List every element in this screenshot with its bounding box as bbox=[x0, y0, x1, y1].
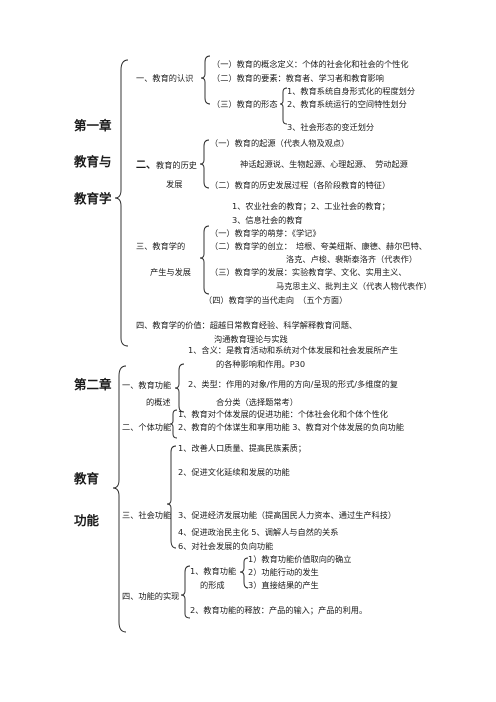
chapter2-title-line1: 第二章 bbox=[74, 377, 112, 392]
ch1-s1-item3-a: 1、教育系统自身形式化的程度划分 bbox=[287, 86, 416, 96]
ch2-s2-item1: 1、教育对个体发展的促进功能：个体社会化和个体个性化 bbox=[178, 409, 388, 419]
ch1-s4-line2: 沟通教育理论与实践 bbox=[214, 334, 288, 344]
ch2-s3-item1: 1、改善人口质量、提高民族素质； bbox=[178, 443, 307, 453]
ch2-s2-label: 二、个体功能 bbox=[122, 422, 172, 432]
ch1-s2-label-num: 二、 bbox=[136, 160, 156, 171]
ch1-s3-item3-b: 马克思主义、批判主义（代表人物代表作） bbox=[276, 281, 432, 291]
ch1-s3-item2-b: 洛克、卢梭、裴斯泰洛齐（代表作） bbox=[286, 254, 418, 264]
ch1-s3-item4: （四）教育学的当代走向 （五个方面） bbox=[204, 295, 348, 305]
ch2-s4-item2: 2、教育功能的释放：产品的输入；产品的利用。 bbox=[190, 605, 368, 615]
ch2-s3-item2: 2、促进文化延续和发展的功能 bbox=[178, 467, 290, 477]
ch1-s2-label-a: 二、教育的历史 bbox=[136, 160, 197, 171]
ch2-s1-label-b: 的概述 bbox=[146, 397, 171, 407]
ch1-s3-item2: （二）教育学的创立： 培根、夸美纽斯、康德、赫尔巴特、 bbox=[210, 241, 427, 251]
ch1-s3-label-a: 三、教育学的 bbox=[136, 241, 186, 251]
ch1-s2-label-b: 发展 bbox=[166, 179, 183, 189]
ch2-s1-item2: 2、类型：作用的对象/作用的方向/呈现的形式/多维度的复 bbox=[188, 379, 398, 389]
ch2-s3-item5: 6、对社会发展的负向功能 bbox=[178, 541, 274, 551]
ch1-s1-item2: （二）教育的要素：教育者、学习者和教育影响 bbox=[212, 73, 384, 83]
ch1-s2-item1-detail: 神话起源说、生物起源、心理起源、 劳动起源 bbox=[240, 159, 408, 169]
ch1-s1-item1: （一）教育的概念定义：个体的社会化和社会的个性化 bbox=[212, 59, 409, 69]
chapter2-title-line3: 功能 bbox=[74, 513, 100, 528]
ch2-s4-item1-label-a: 1、教育功能 bbox=[190, 566, 237, 576]
ch1-s3-item3: （三）教育学的发展：实验教育学、文化、实用主义、 bbox=[210, 267, 407, 277]
ch2-s3-label: 三、社会功能 bbox=[122, 510, 172, 520]
ch1-s2-item2-b: 3、信息社会的教育 bbox=[232, 215, 303, 225]
ch1-s1-label: 一、教育的认识 bbox=[136, 73, 194, 83]
ch2-s1-item1: 1、含义：是教育活动和系统对个体发展和社会发展所产生 bbox=[188, 345, 398, 355]
chapter2-title-line2: 教育 bbox=[74, 471, 100, 486]
ch2-s1-label-a: 一、教育功能 bbox=[122, 380, 172, 390]
ch2-s4-item1-a: 1）教育功能价值取向的确立 bbox=[248, 554, 352, 564]
ch1-s2-item2: （二）教育的历史发展过程（各阶段教育的特征） bbox=[210, 180, 391, 190]
ch2-s3-item4: 4、促进政治民主化 5、调解人与自然的关系 bbox=[178, 527, 339, 537]
ch1-s1-item3-c: 3、社会形态的变迁划分 bbox=[287, 122, 375, 132]
ch1-s1-item3-b: 2、教育系统运行的空间特性划分 bbox=[287, 99, 407, 109]
ch2-s1-item1-b: 的各种影响和作用。P30 bbox=[216, 359, 306, 369]
ch1-s3-label-b: 产生与发展 bbox=[150, 267, 191, 277]
ch2-s4-label: 四、功能的实现 bbox=[122, 591, 180, 601]
chapter1-title-line3: 教育学 bbox=[74, 191, 112, 206]
ch2-s3-item3: 3、促进经济发展功能（提高国民人力资本、通过生产科技） bbox=[178, 510, 397, 520]
ch1-s4-line1: 四、教育学的价值：超越日常教育经验、科学解释教育问题、 bbox=[136, 320, 358, 330]
ch2-s4-item1-c: 3）直接结果的产生 bbox=[248, 580, 319, 590]
chapter1-title-line2: 教育与 bbox=[74, 154, 112, 169]
ch2-s4-item1-b: 2）功能行动的发生 bbox=[248, 567, 319, 577]
ch2-s2-item2: 2、教育的个体谋生和享用功能 3、教育对个体发展的负向功能 bbox=[178, 422, 404, 432]
ch2-s1-item2-b: 合分类（选择题常考） bbox=[216, 397, 298, 407]
ch1-s2-label-text: 教育的历史 bbox=[156, 160, 197, 170]
ch1-s2-item2-a: 1、农业社会的教育；2、工业社会的教育； bbox=[232, 201, 390, 211]
chapter1-title-line1: 第一章 bbox=[74, 118, 112, 133]
ch2-s4-item1-label-b: 的形成 bbox=[200, 580, 225, 590]
ch1-s2-item1: （一）教育的起源（代表人物及观点） bbox=[210, 138, 350, 148]
ch1-s3-item1: （一）教育学的萌芽：《学记》 bbox=[210, 228, 321, 238]
ch1-s1-item3-label: （三）教育的形态 bbox=[212, 99, 278, 109]
